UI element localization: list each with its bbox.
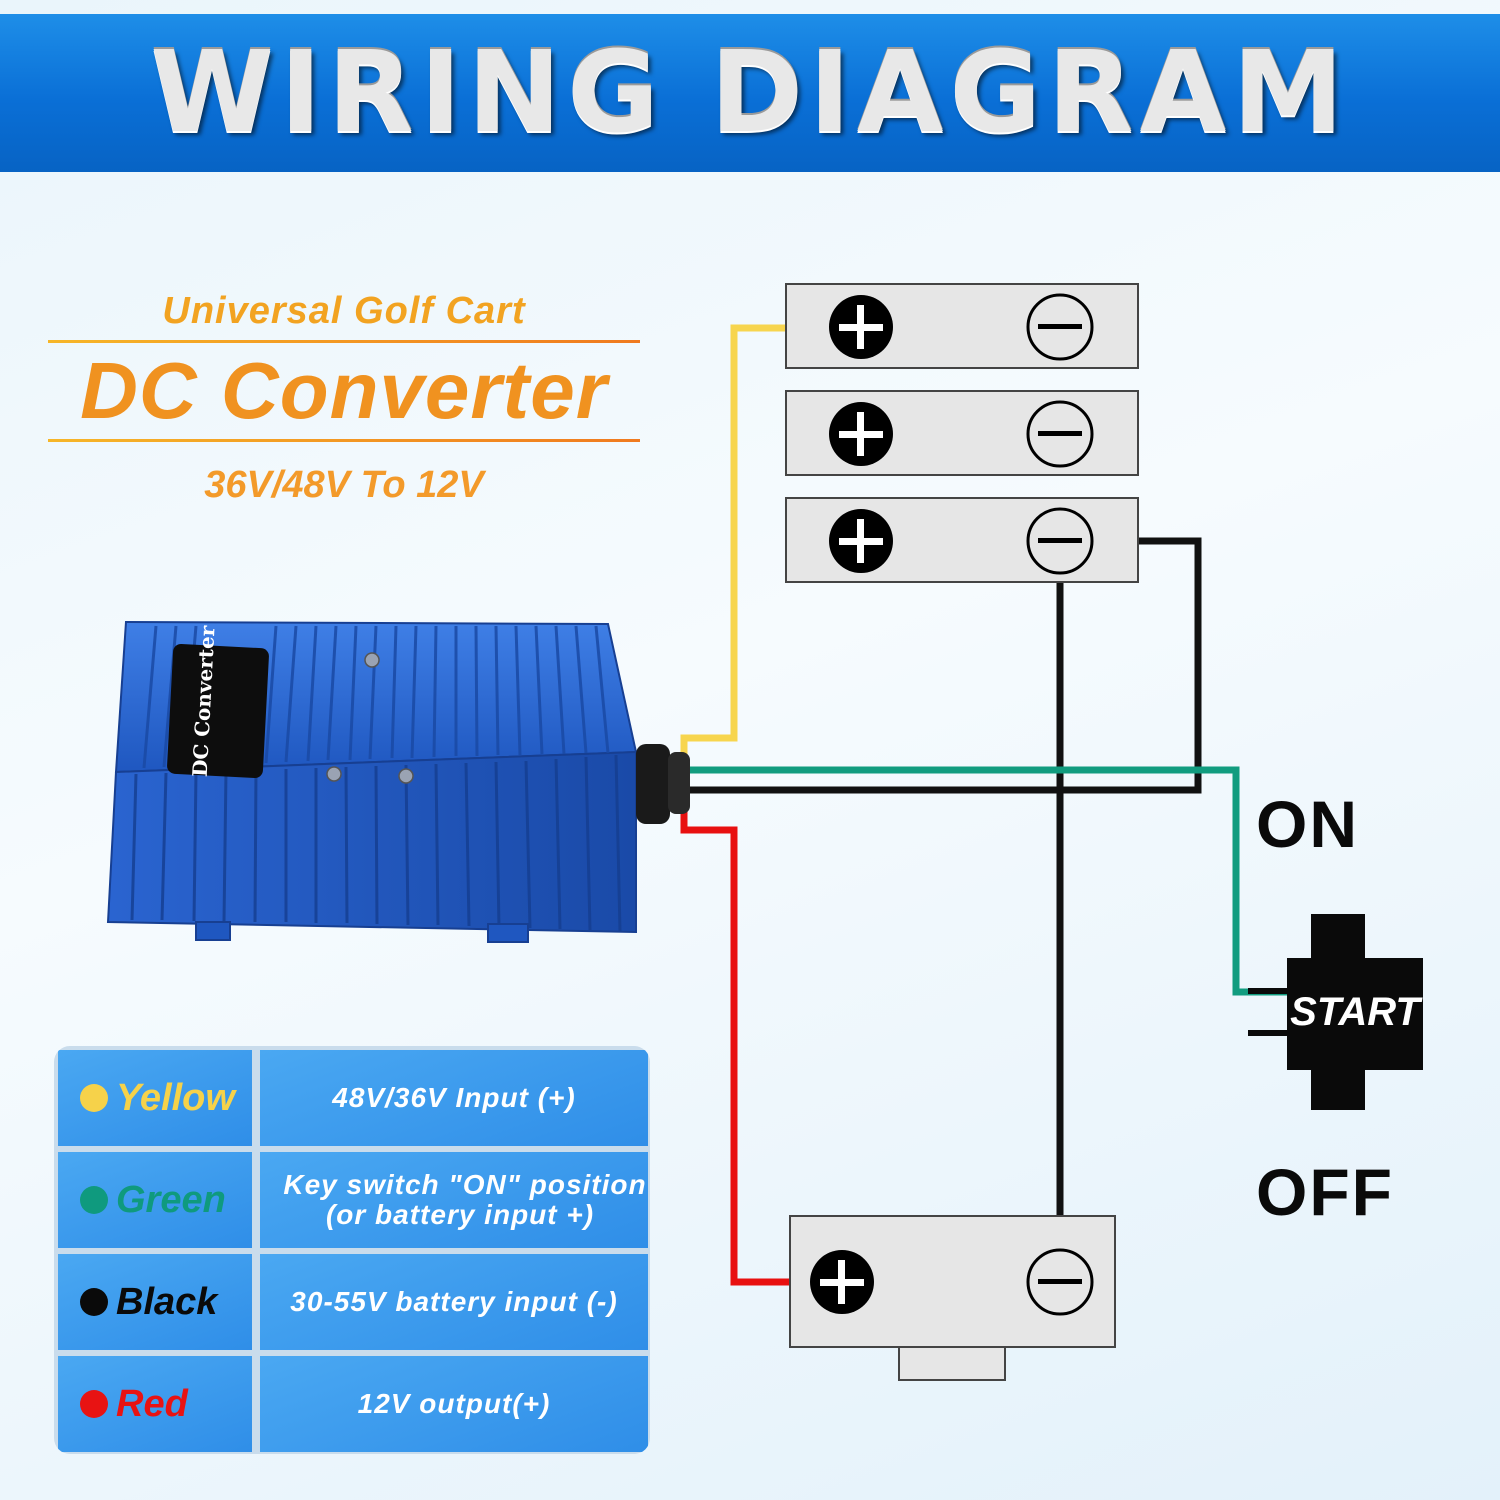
negative-terminal-icon [1026, 293, 1094, 361]
page-title: WIRING DIAGRAM [150, 28, 1350, 158]
switch-on-label: ON [1256, 787, 1359, 861]
product-branding: Universal Golf Cart DC Converter 36V/48V… [48, 290, 640, 507]
switch-start-label: START [1290, 990, 1420, 1034]
divider-top [48, 340, 640, 343]
battery-1 [785, 283, 1139, 369]
legend-row-green: Green Key switch "ON" position (or batte… [54, 1152, 650, 1248]
title-banner: WIRING DIAGRAM [0, 14, 1500, 172]
dc-converter-device: DC Converter [96, 612, 696, 952]
black-wire [684, 537, 1202, 794]
black-dot-icon [80, 1288, 108, 1316]
legend-description-line2: (or battery input +) [325, 1199, 595, 1230]
legend-row-yellow: Yellow 48V/36V Input (+) [54, 1050, 650, 1146]
product-voltage: 36V/48V To 12V [204, 464, 484, 506]
divider-bottom [48, 439, 640, 442]
red-dot-icon [80, 1390, 108, 1418]
red-wire [680, 800, 812, 1286]
yellow-wire [680, 324, 830, 755]
battery-2 [785, 390, 1139, 476]
legend-description-line1: Key switch "ON" position [283, 1169, 647, 1200]
positive-terminal-icon [810, 1250, 874, 1314]
negative-terminal-icon [1026, 400, 1094, 468]
12v-battery [789, 1215, 1116, 1381]
product-subtitle: Universal Golf Cart [162, 290, 526, 332]
legend-color-name: Black [116, 1280, 218, 1323]
positive-terminal-icon [829, 509, 893, 573]
legend-row-black: Black 30-55V battery input (-) [54, 1254, 650, 1350]
positive-terminal-icon [829, 402, 893, 466]
legend-row-red: Red 12V output(+) [54, 1356, 650, 1452]
key-switch-icon [1248, 914, 1423, 1110]
legend-color-name: Red [116, 1382, 188, 1425]
legend-color-name: Green [116, 1178, 226, 1221]
positive-terminal-icon [829, 295, 893, 359]
negative-terminal-icon [1026, 507, 1094, 575]
negative-terminal-icon [1026, 1248, 1094, 1316]
green-wire [684, 766, 1288, 996]
legend-description: 30-55V battery input (-) [260, 1254, 648, 1350]
legend-description: Key switch "ON" position (or battery inp… [260, 1152, 648, 1248]
legend-color-name: Yellow [116, 1076, 235, 1119]
green-dot-icon [80, 1186, 108, 1214]
wire-legend-table: Yellow 48V/36V Input (+) Green Key switc… [54, 1046, 650, 1454]
converter-illustration [106, 620, 690, 943]
battery-3 [785, 497, 1139, 583]
product-title: DC Converter [80, 346, 608, 435]
yellow-dot-icon [80, 1084, 108, 1112]
legend-description: 12V output(+) [260, 1356, 648, 1452]
legend-description: 48V/36V Input (+) [260, 1050, 648, 1146]
switch-off-label: OFF [1256, 1155, 1394, 1229]
